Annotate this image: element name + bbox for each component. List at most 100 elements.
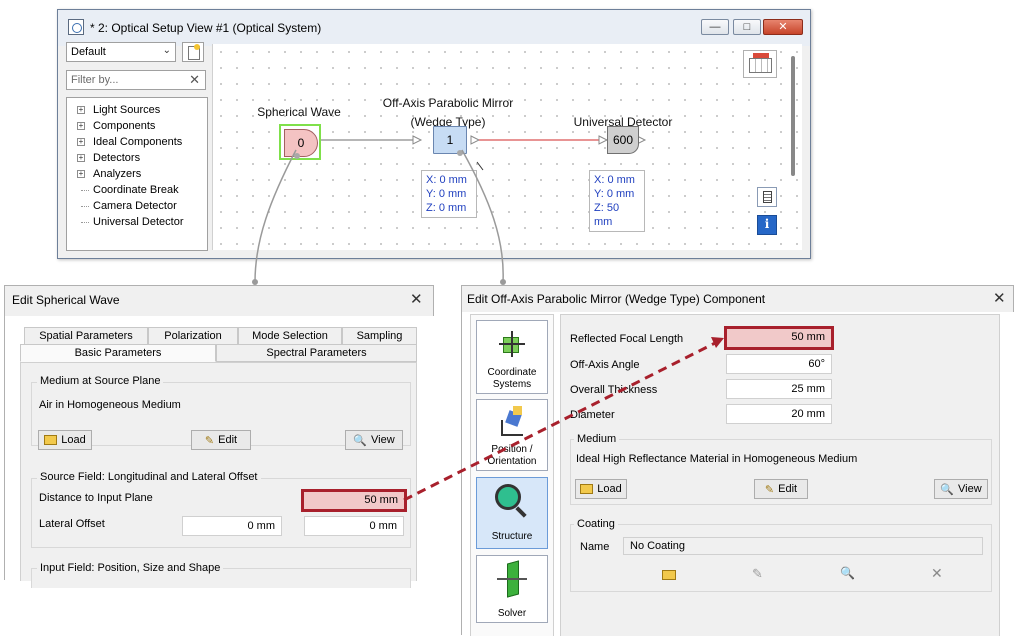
tree-item-label: Analyzers: [93, 168, 142, 180]
info-button[interactable]: i: [757, 215, 777, 235]
filter-input[interactable]: Filter by... ✕: [66, 70, 206, 90]
delete-x-icon: ✕: [931, 565, 943, 581]
mirror-medium-load-button[interactable]: Load: [575, 479, 627, 499]
canvas-scrollbar[interactable]: [791, 56, 795, 176]
tree-item-label: Camera Detector: [93, 200, 177, 212]
folder-icon: [44, 435, 58, 445]
lateral-offset-y-field[interactable]: 0 mm: [304, 516, 404, 536]
mirror-medium-load-label: Load: [597, 483, 622, 495]
mirror-node-label-1: Off-Axis Parabolic Mirror: [382, 96, 514, 110]
pencil-icon: ✎: [764, 483, 775, 496]
clear-filter-icon[interactable]: ✕: [189, 72, 200, 87]
tree-item[interactable]: + Analyzers: [67, 166, 207, 182]
tree-item[interactable]: + Light Sources: [67, 102, 207, 118]
expand-plus-icon[interactable]: +: [77, 137, 85, 146]
callout-mirror-to-dialog: [461, 149, 504, 283]
medium-view-button[interactable]: 🔍 View: [345, 430, 403, 450]
coating-remove-button[interactable]: ✕: [931, 565, 947, 581]
coating-view-button[interactable]: 🔍: [840, 566, 856, 582]
mirror-node[interactable]: 1: [433, 126, 467, 154]
distance-input-plane-field[interactable]: 50 mm: [301, 489, 407, 512]
mirror-node-label-2: (Wedge Type): [410, 115, 486, 129]
callout-mirror-end: [500, 279, 506, 285]
close-icon[interactable]: ✕: [410, 291, 423, 308]
maximize-button[interactable]: □: [733, 19, 761, 35]
tree-item[interactable]: + Detectors: [67, 150, 207, 166]
window-app-icon: [68, 19, 84, 35]
nav-solver-label: Solver: [497, 608, 527, 619]
lateral-offset-x-field[interactable]: 0 mm: [182, 516, 282, 536]
callout-source-end: [252, 279, 258, 285]
coating-name-label: Name: [580, 541, 610, 553]
expand-plus-icon[interactable]: +: [77, 169, 85, 178]
detector-coord-z: Z: 50 mm: [594, 202, 620, 228]
tree-item-label: Detectors: [93, 152, 141, 164]
nav-position-orientation-label: Position / Orientation: [487, 444, 537, 467]
nav-solver[interactable]: Solver: [476, 555, 548, 623]
edit-mirror-dialog: Edit Off-Axis Parabolic Mirror (Wedge Ty…: [461, 285, 1015, 636]
offset-group-title: Source Field: Longitudinal and Lateral O…: [37, 471, 261, 483]
table-view-button[interactable]: [743, 50, 777, 78]
maximize-icon: □: [743, 21, 751, 33]
setup-canvas[interactable]: Spherical Wave 0 Off-Axis Parabolic Mirr…: [212, 44, 802, 250]
diameter-field[interactable]: 20 mm: [726, 404, 832, 424]
document-button[interactable]: [757, 187, 777, 207]
medium-load-button[interactable]: Load: [38, 430, 92, 450]
title-bar[interactable]: * 2: Optical Setup View #1 (Optical Syst…: [58, 10, 810, 46]
coating-name-field[interactable]: No Coating: [623, 537, 983, 555]
medium-edit-button[interactable]: ✎ Edit: [191, 430, 251, 450]
mirror-medium-view-button[interactable]: 🔍 View: [934, 479, 988, 499]
close-icon[interactable]: ✕: [993, 290, 1006, 307]
focal-length-field[interactable]: 50 mm: [724, 326, 834, 350]
tree-item[interactable]: Universal Detector: [67, 214, 207, 230]
medium-source-value: Air in Homogeneous Medium: [39, 399, 181, 411]
tree-item[interactable]: + Components: [67, 118, 207, 134]
off-axis-angle-field[interactable]: 60°: [726, 354, 832, 374]
tab-mode-selection[interactable]: Mode Selection: [238, 327, 342, 345]
off-axis-angle-label: Off-Axis Angle: [570, 359, 640, 371]
mirror-coordinates: X: 0 mm Y: 0 mm Z: 0 mm: [421, 170, 477, 218]
arrow-source-mirror: [412, 135, 423, 145]
expand-plus-icon[interactable]: +: [77, 121, 85, 130]
catalog-combo[interactable]: Default ⌄: [66, 42, 176, 62]
rotation-marker: [476, 161, 484, 171]
detector-coord-y: Y: 0 mm: [594, 188, 635, 200]
mirror-medium-view-label: View: [958, 483, 982, 495]
detector-node-label: Universal Detector: [573, 115, 673, 129]
detector-node[interactable]: 600: [607, 126, 639, 154]
tree-connector: [81, 190, 89, 191]
tree-item-label: Universal Detector: [93, 216, 184, 228]
tab-spectral-parameters[interactable]: Spectral Parameters: [216, 344, 417, 362]
nav-coordinate-systems[interactable]: Coordinate Systems: [476, 320, 548, 394]
expand-plus-icon[interactable]: +: [77, 105, 85, 114]
tree-item[interactable]: Camera Detector: [67, 198, 207, 214]
document-icon: [763, 191, 772, 203]
close-button[interactable]: ✕: [763, 19, 803, 35]
minimize-button[interactable]: —: [701, 19, 729, 35]
tab-sampling[interactable]: Sampling: [342, 327, 417, 345]
mirror-medium-edit-button[interactable]: ✎ Edit: [754, 479, 808, 499]
coating-load-button[interactable]: [662, 568, 678, 582]
tree-item-label: Components: [93, 120, 156, 132]
spherical-wave-node[interactable]: 0: [284, 129, 318, 157]
tree-item-label: Ideal Components: [93, 136, 183, 148]
tab-basic-parameters[interactable]: Basic Parameters: [20, 344, 216, 362]
coating-edit-button[interactable]: ✎: [752, 566, 768, 582]
info-icon: i: [764, 217, 770, 231]
new-catalog-button[interactable]: [182, 42, 204, 62]
tree-item[interactable]: Coordinate Break: [67, 182, 207, 198]
pencil-icon: ✎: [752, 566, 763, 581]
expand-plus-icon[interactable]: +: [77, 153, 85, 162]
overall-thickness-field[interactable]: 25 mm: [726, 379, 832, 399]
tree-item[interactable]: + Ideal Components: [67, 134, 207, 150]
tree-item-label: Light Sources: [93, 104, 161, 116]
nav-coordinate-systems-label: Coordinate Systems: [487, 367, 537, 390]
chevron-down-icon: ⌄: [162, 45, 171, 56]
nav-structure[interactable]: Structure: [476, 477, 548, 549]
mirror-medium-value: Ideal High Reflectance Material in Homog…: [576, 453, 858, 465]
filter-placeholder: Filter by...: [71, 74, 119, 86]
coordinate-cube-icon: [499, 331, 525, 357]
distance-label: Distance to Input Plane: [39, 492, 153, 504]
source-node-selection[interactable]: 0: [279, 124, 321, 160]
pencil-icon: ✎: [204, 434, 215, 447]
